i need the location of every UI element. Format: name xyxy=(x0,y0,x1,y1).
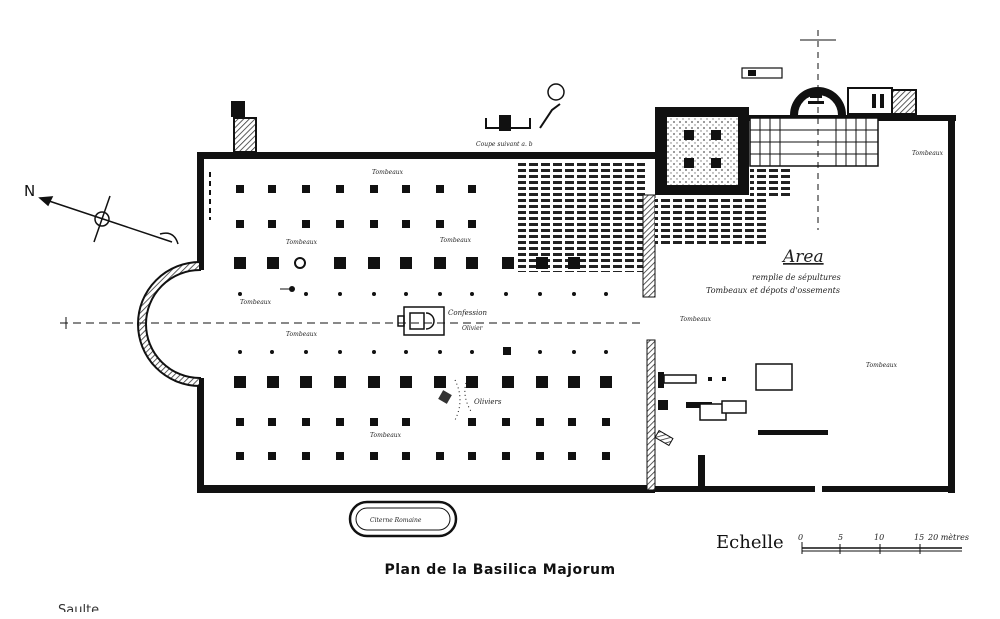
tombeaux-label-8: Tombeaux xyxy=(866,362,898,369)
area-line-2: Tombeaux et dépots d'ossements xyxy=(706,286,840,295)
tombeaux-label-4: Tombeaux xyxy=(240,299,272,306)
scale-tick-10: 10 xyxy=(874,533,884,542)
nave-graves xyxy=(518,160,790,298)
scale-bar xyxy=(801,542,962,554)
area-line-1: remplie de sépultures xyxy=(752,273,841,282)
scale-tick-15: 15 xyxy=(914,533,924,542)
corner-tower xyxy=(231,101,257,153)
plan-title: Plan de la Basilica Majorum xyxy=(384,562,616,578)
pillar-rows xyxy=(234,185,612,460)
stray-text: Saulte xyxy=(58,603,100,618)
nave-walls xyxy=(197,152,656,493)
tombeaux-label-6: Tombeaux xyxy=(370,432,402,439)
tombeaux-label-9: Tombeaux xyxy=(912,150,944,157)
roman-cistern xyxy=(348,500,458,538)
area-objects xyxy=(654,363,793,447)
coupe-label: Coupe suivant a. b xyxy=(476,141,533,148)
north-label: N xyxy=(24,182,35,200)
olive-trees xyxy=(280,257,473,421)
scale-tick-20: 20 mètres xyxy=(927,533,969,542)
confession-label: Confession xyxy=(448,309,487,317)
scale-label: Echelle xyxy=(716,532,784,553)
compass-rose xyxy=(38,195,179,245)
tombeaux-label-1: Tombeaux xyxy=(372,169,404,176)
citerne-label: Citerne Romaine xyxy=(370,517,422,524)
confession-altar xyxy=(397,306,445,336)
olivier-label-1: Olivier xyxy=(462,325,484,332)
tomb-block-grid xyxy=(749,117,879,167)
tombeaux-label-7: Tombeaux xyxy=(680,316,712,323)
small-apse xyxy=(741,67,917,115)
square-chamber xyxy=(655,107,749,195)
section-sketch xyxy=(485,83,565,131)
axis-line xyxy=(60,30,836,329)
scale-tick-5: 5 xyxy=(838,533,843,542)
tombeaux-label-2: Tombeaux xyxy=(286,239,318,246)
scale-tick-0: 0 xyxy=(798,533,803,542)
area-heading: Area xyxy=(781,247,824,267)
tombeaux-label-3: Tombeaux xyxy=(440,237,472,244)
apse xyxy=(137,260,201,388)
oliviers-label: Oliviers xyxy=(474,398,502,406)
tombeaux-label-5: Tombeaux xyxy=(286,331,318,338)
